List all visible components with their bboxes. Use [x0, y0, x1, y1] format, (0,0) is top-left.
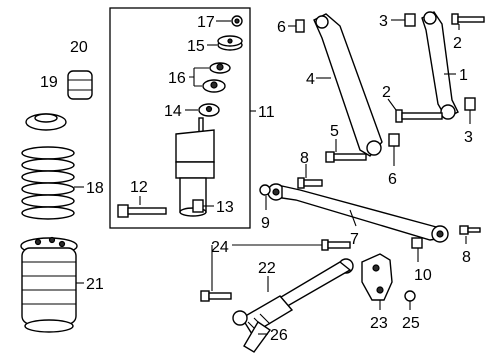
callout-10: 10: [414, 267, 432, 284]
spring-isolator-19: [25, 113, 67, 131]
callout-25: 25: [402, 315, 420, 332]
callout-7: 7: [350, 231, 359, 248]
bolt-24-left: [200, 290, 232, 302]
insulator-16: [202, 62, 231, 93]
callout-17: 17: [197, 14, 215, 31]
callout-21: 21: [86, 276, 104, 293]
control-arm-4: [313, 13, 383, 157]
callout-8-top: 8: [300, 150, 309, 167]
callout-2-top: 2: [453, 35, 462, 52]
callout-18: 18: [86, 180, 104, 197]
leader-7: [349, 209, 357, 227]
nut-10: [411, 237, 423, 249]
nut-17: [231, 15, 243, 27]
callout-16: 16: [168, 70, 186, 87]
callout-4: 4: [306, 71, 315, 88]
callout-23: 23: [370, 315, 388, 332]
bolt-24-right: [321, 239, 351, 251]
callout-5: 5: [330, 123, 339, 140]
callout-11: 11: [258, 104, 275, 121]
callout-26: 26: [270, 327, 288, 344]
callout-14: 14: [164, 103, 182, 120]
washer-15: [217, 35, 243, 51]
nut-3-mid: [464, 97, 476, 111]
callout-20: 20: [70, 39, 88, 56]
bolt-12: [117, 204, 167, 218]
bolt-2-mid: [395, 109, 443, 123]
bump-stop-20: [67, 70, 93, 100]
callout-1: 1: [459, 67, 468, 84]
callout-2-mid: 2: [382, 84, 391, 101]
callout-9: 9: [261, 215, 270, 232]
bracket-23: [361, 253, 393, 301]
bushing-14: [198, 103, 220, 117]
air-spring-21: [20, 236, 78, 333]
callout-3-top: 3: [379, 13, 388, 30]
shock-assembly-box: [109, 7, 251, 229]
coil-spring-18: [21, 146, 75, 220]
shock-22: [232, 258, 354, 335]
nut-6-mid: [388, 133, 400, 147]
callout-24: 24: [211, 239, 229, 256]
bolt-5: [325, 151, 367, 163]
control-arm-1: [421, 11, 459, 120]
bolt-8-right: [459, 225, 481, 235]
bump-stop-26: [243, 321, 271, 353]
callout-12: 12: [130, 179, 148, 196]
callout-3-mid: 3: [464, 129, 473, 146]
leader-16: [189, 67, 209, 87]
callout-19: 19: [40, 74, 58, 91]
nut-6-top: [295, 19, 305, 33]
callout-22: 22: [258, 260, 276, 277]
callout-15: 15: [187, 38, 205, 55]
callout-6-top: 6: [277, 19, 286, 36]
leader-24: [211, 244, 322, 291]
nut-3-top: [404, 13, 416, 27]
nut-9: [259, 184, 271, 196]
callout-6-mid: 6: [388, 171, 397, 188]
leader-2-mid: [387, 98, 397, 111]
bolt-2-top: [451, 13, 485, 25]
callout-13: 13: [216, 199, 234, 216]
callout-8-right: 8: [462, 249, 471, 266]
nut-25: [404, 290, 416, 302]
nut-13: [192, 199, 204, 213]
bolt-8-top: [297, 177, 323, 189]
